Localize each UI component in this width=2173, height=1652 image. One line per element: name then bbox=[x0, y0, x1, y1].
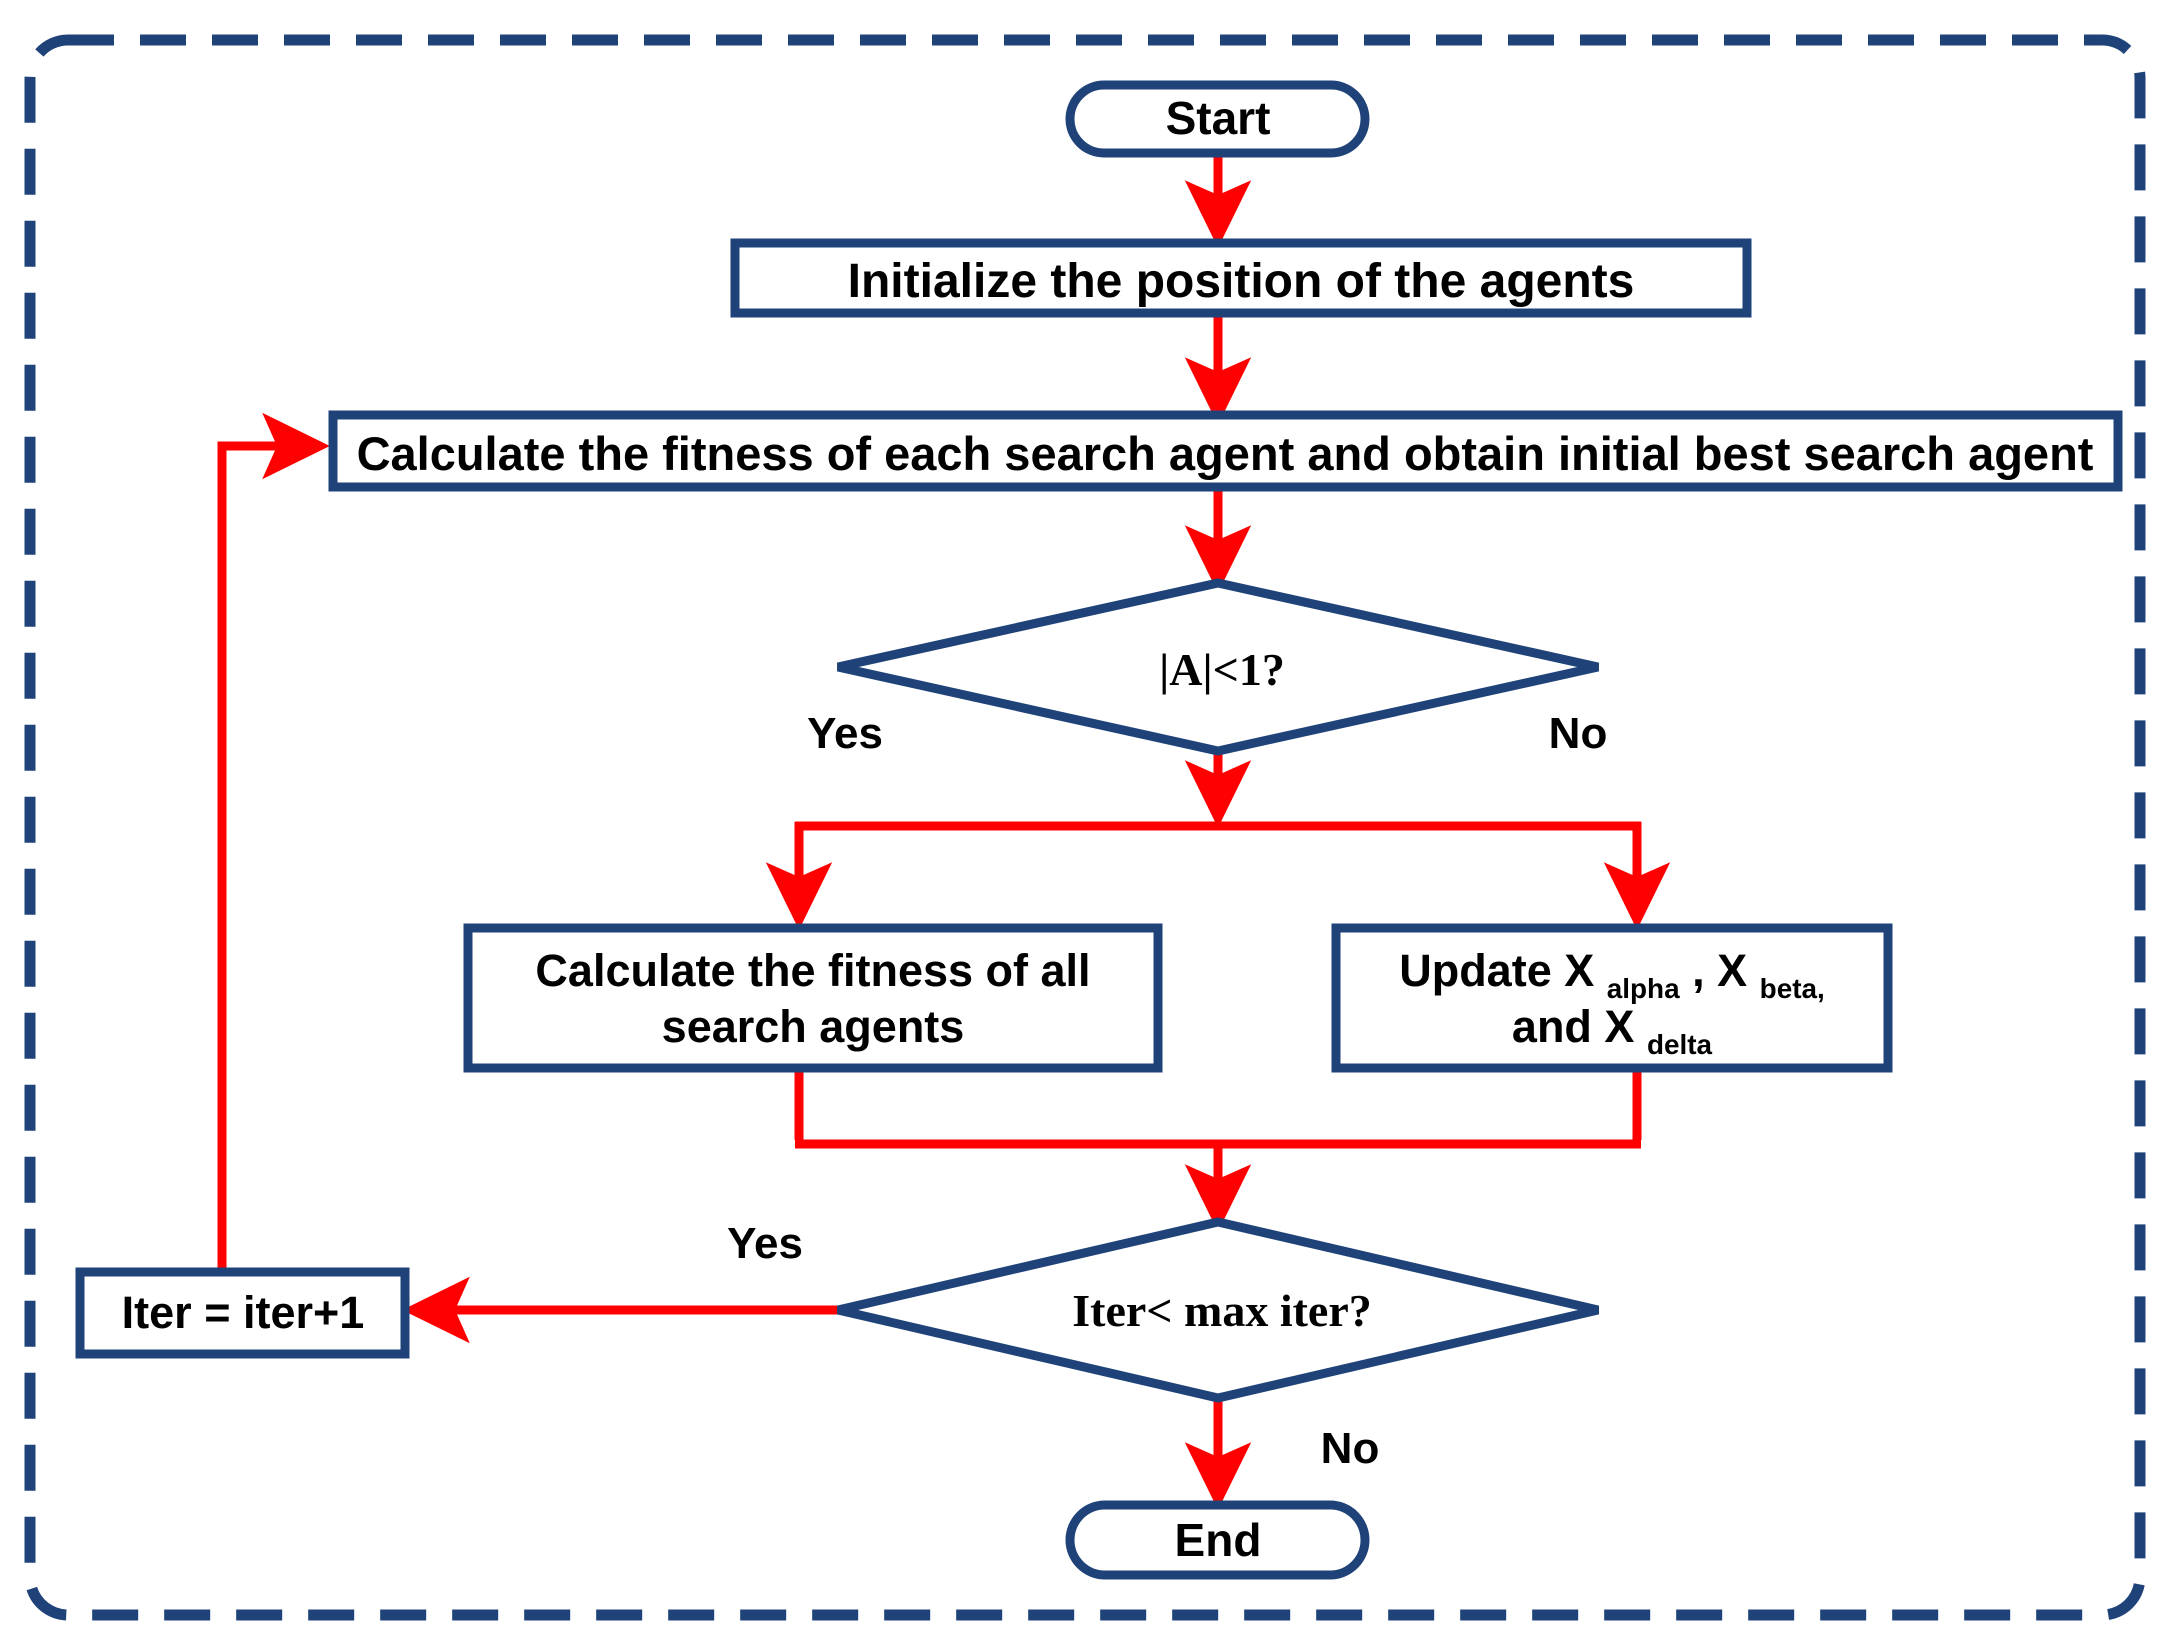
node-calc-all-label-line2: search agents bbox=[662, 1001, 965, 1052]
node-fitness-label: Calculate the fitness of each search age… bbox=[357, 427, 2094, 480]
node-end-shape bbox=[1065, 1500, 1370, 1580]
edge-label-iter-no: No bbox=[1321, 1424, 1380, 1473]
node-update-x-label-line1: Update X alpha , X beta, bbox=[1399, 945, 1825, 1008]
node-start-label: Start bbox=[1166, 92, 1271, 144]
node-iter-inc-label: Iter = iter+1 bbox=[122, 1287, 365, 1338]
node-calc-all[interactable]: Calculate the fitness of all search agen… bbox=[463, 923, 1163, 1073]
edge-label-a-no: No bbox=[1549, 709, 1608, 758]
edge-iterInc-to-fitness bbox=[217, 412, 330, 1270]
node-end[interactable]: End bbox=[1065, 1500, 1370, 1580]
node-update-x-shape bbox=[1331, 923, 1893, 1073]
node-decision-a-shape bbox=[837, 578, 1599, 756]
update-x-prefix: Update X bbox=[1399, 945, 1594, 996]
node-update-x-label-line2: and X delta bbox=[1512, 1001, 1713, 1060]
node-init[interactable]: Initialize the position of the agents bbox=[730, 238, 1752, 318]
node-update-x[interactable]: Update X alpha , X beta, and X delta bbox=[1331, 923, 1893, 1073]
node-start-shape bbox=[1065, 80, 1370, 158]
node-calc-all-label-line1: Calculate the fitness of all bbox=[535, 945, 1090, 996]
update-x-sub-delta: delta bbox=[1647, 1029, 1713, 1060]
update-x-sub-alpha: alpha bbox=[1607, 973, 1680, 1004]
node-end-label: End bbox=[1175, 1514, 1262, 1566]
node-decision-a-label: |A|<1? bbox=[1159, 644, 1285, 695]
node-calc-all-shape bbox=[463, 923, 1163, 1073]
node-decision-iter[interactable]: Iter< max iter? bbox=[836, 1217, 1600, 1403]
node-iter-inc[interactable]: Iter = iter+1 bbox=[75, 1267, 410, 1359]
update-x-sub-beta: beta, bbox=[1760, 973, 1825, 1004]
node-iter-inc-shape bbox=[75, 1267, 410, 1359]
node-decision-iter-shape bbox=[836, 1217, 1600, 1403]
outer-dashed-frame bbox=[24, 34, 2146, 1621]
edge-label-a-yes: Yes bbox=[807, 709, 883, 758]
node-fitness-shape bbox=[328, 410, 2123, 492]
update-x-and-prefix: and X bbox=[1512, 1001, 1635, 1052]
node-init-shape bbox=[730, 238, 1752, 318]
update-x-mid: , X bbox=[1692, 945, 1747, 996]
node-decision-iter-label: Iter< max iter? bbox=[1072, 1285, 1372, 1336]
node-init-label: Initialize the position of the agents bbox=[848, 255, 1635, 308]
edge-label-iter-yes: Yes bbox=[727, 1219, 803, 1268]
node-fitness[interactable]: Calculate the fitness of each search age… bbox=[328, 410, 2123, 492]
node-decision-a[interactable]: |A|<1? bbox=[837, 578, 1599, 756]
node-start[interactable]: Start bbox=[1065, 80, 1370, 158]
